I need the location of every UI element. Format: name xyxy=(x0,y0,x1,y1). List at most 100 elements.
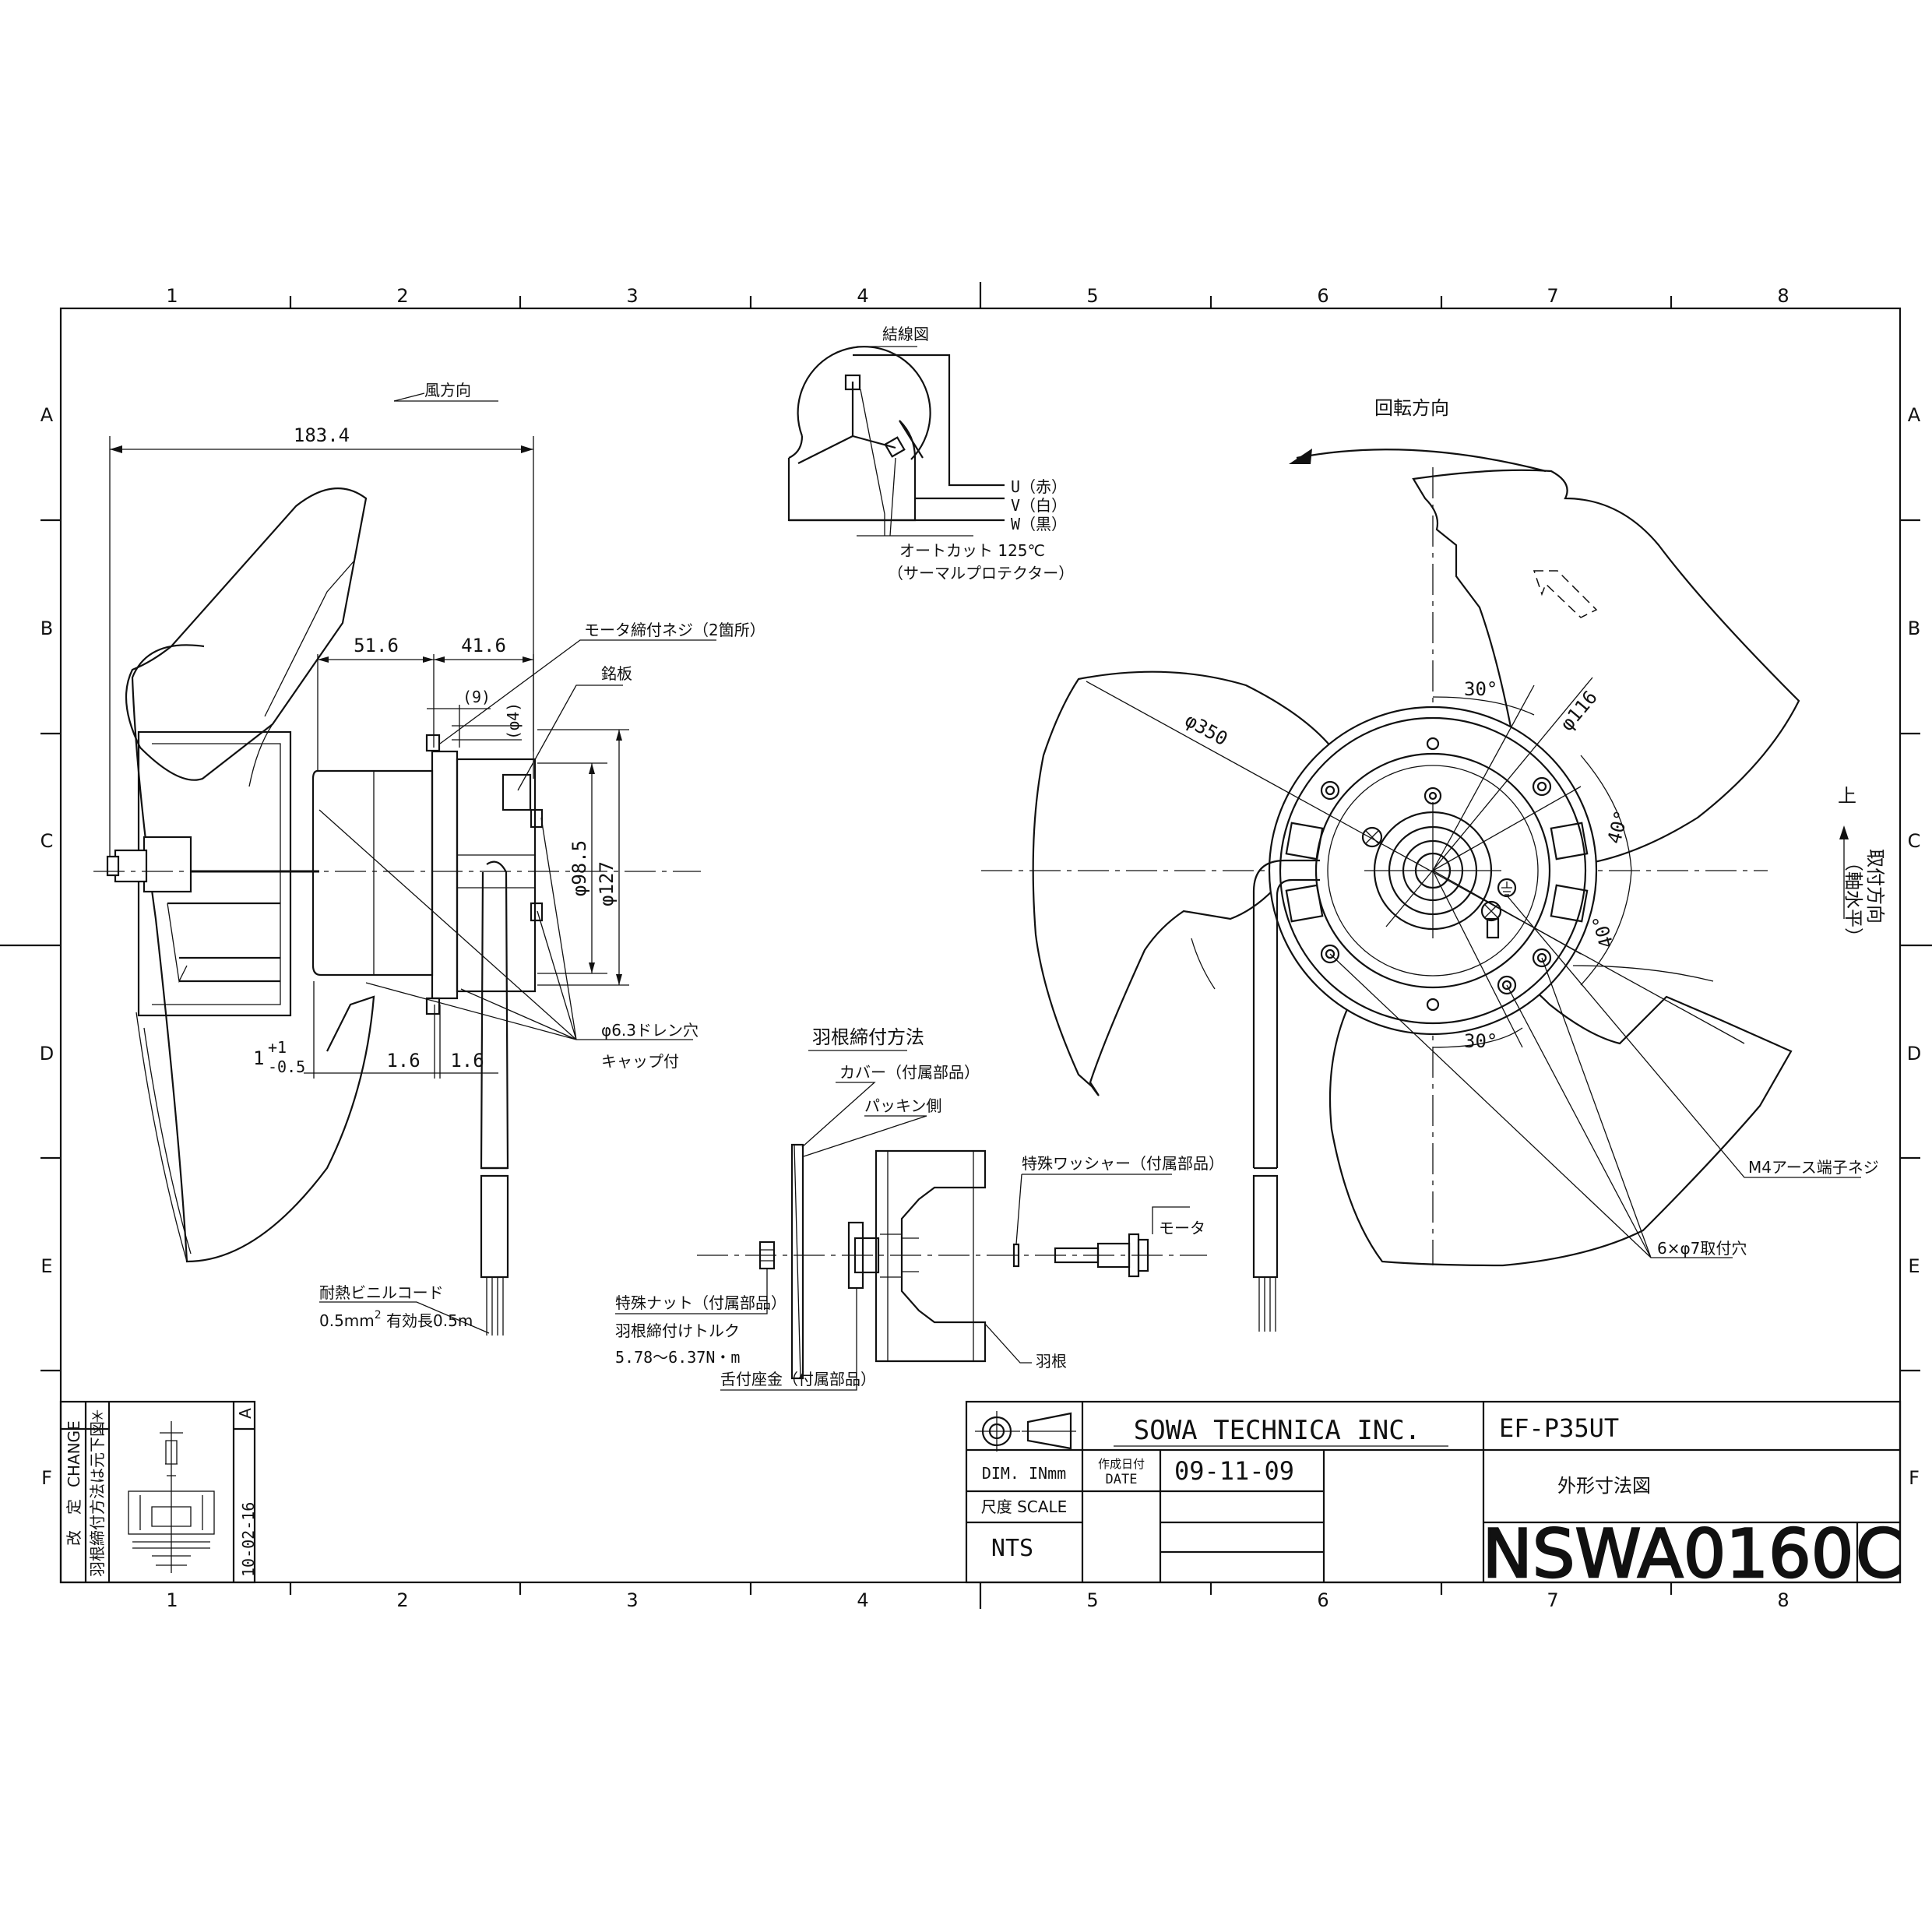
dim-phi116: φ116 xyxy=(1556,687,1602,735)
motor-label: モータ xyxy=(1159,1219,1205,1237)
revision-label-en: CHANGE xyxy=(65,1420,83,1487)
wiring-title: 結線図 xyxy=(882,325,929,343)
torque-value: 5.78～6.37N・m xyxy=(615,1348,740,1367)
drawing-date: 09-11-09 xyxy=(1174,1456,1294,1486)
row-label-a-right: A xyxy=(1908,404,1921,426)
model-number: EF-P35UT xyxy=(1499,1413,1619,1443)
dim-51-6: 51.6 xyxy=(354,635,399,656)
nut-label: 特殊ナット（付属部品） xyxy=(615,1293,787,1312)
blade-label: 羽根 xyxy=(1036,1352,1067,1371)
nameplate-label: 銘板 xyxy=(601,664,632,683)
col-label-2: 2 xyxy=(396,285,408,307)
col-label-7-bottom: 7 xyxy=(1547,1589,1558,1611)
drawing-title: 外形寸法図 xyxy=(1557,1475,1651,1497)
scale-label: 尺度 SCALE xyxy=(981,1497,1067,1516)
side-view: 風方向 183.4 xyxy=(93,381,765,1336)
revision-date: 10-02-16 xyxy=(239,1502,258,1577)
col-label-4-bottom: 4 xyxy=(857,1589,868,1611)
dim-phi4: (φ4) xyxy=(504,702,523,740)
title-block: SOWA TECHNICA INC. EF-P35UT DIM. INmm 作成… xyxy=(965,1400,1903,1594)
col-label-2-bottom: 2 xyxy=(396,1589,408,1611)
scale-value: NTS xyxy=(991,1535,1033,1562)
revision-mark: A xyxy=(236,1408,255,1419)
dim-unit: DIM. INmm xyxy=(982,1464,1066,1483)
dim-1-tol-dn: -0.5 xyxy=(268,1057,305,1076)
tongue-washer-label: 舌付座金（付属部品） xyxy=(720,1370,876,1388)
revision-sketch xyxy=(128,1421,215,1573)
col-label-3: 3 xyxy=(626,285,638,307)
row-label-f: F xyxy=(41,1467,52,1489)
row-label-d-right: D xyxy=(1907,1043,1921,1065)
col-label-4: 4 xyxy=(857,285,868,307)
row-label-b-right: B xyxy=(1908,618,1920,639)
revision-label-jp: 改 定 xyxy=(65,1499,83,1546)
wiring-diagram: 結線図 U（赤） V（白） W（黒） オートカット 125℃ （サーマルプロテク… xyxy=(787,325,1074,582)
col-label-8-bottom: 8 xyxy=(1777,1589,1789,1611)
rotation-label: 回転方向 xyxy=(1374,397,1449,419)
angle-30-bottom: 30° xyxy=(1464,1030,1497,1052)
revision-star: ＊ xyxy=(90,1407,105,1426)
autocut-label: オートカット 125℃ xyxy=(899,541,1045,560)
protector-label: （サーマルプロテクター） xyxy=(888,564,1074,582)
mount-holes-label: 6×φ7取付穴 xyxy=(1657,1239,1747,1258)
row-label-c-right: C xyxy=(1908,830,1921,852)
install-direction-label: 取付方向 xyxy=(1864,849,1886,924)
col-label-8: 8 xyxy=(1777,285,1789,307)
washer-label: 特殊ワッシャー（付属部品） xyxy=(1022,1154,1224,1173)
angle-40-a: 40° xyxy=(1603,808,1633,846)
dim-phi127: φ127 xyxy=(596,861,618,906)
cover-label: カバー（付属部品） xyxy=(839,1063,980,1082)
dim-1-tol-up: +1 xyxy=(268,1038,287,1057)
dim-41-6: 41.6 xyxy=(461,635,506,656)
col-label-6: 6 xyxy=(1317,285,1328,307)
wiring-v: V（白） xyxy=(1011,496,1067,515)
torque-label: 羽根締付けトルク xyxy=(615,1321,740,1340)
earth-screw-label: M4アース端子ネジ xyxy=(1748,1158,1879,1177)
dim-1-6-a: 1.6 xyxy=(386,1050,420,1072)
company-name: SOWA TECHNICA INC. xyxy=(1134,1415,1420,1446)
col-label-6-bottom: 6 xyxy=(1317,1589,1328,1611)
revision-letter: C xyxy=(1856,1515,1902,1593)
dim-phi98-5: φ98.5 xyxy=(568,840,590,896)
dim-1: 1 xyxy=(253,1047,264,1069)
date-label-jp: 作成日付 xyxy=(1098,1457,1145,1471)
row-label-c: C xyxy=(40,830,54,852)
up-label: 上 xyxy=(1838,785,1856,807)
assembly-title: 羽根締付方法 xyxy=(812,1026,924,1048)
install-axis-label: （軸水平） xyxy=(1842,853,1864,946)
assembly-view: 羽根締付方法 カバー（付属部品） パッキン側 特殊ワッシャー（付属部品） モー xyxy=(615,1026,1224,1391)
row-label-f-right: F xyxy=(1909,1467,1920,1489)
col-label-1: 1 xyxy=(166,285,178,307)
date-label-en: DATE xyxy=(1106,1472,1138,1487)
wiring-u: U（赤） xyxy=(1011,477,1067,496)
front-view: 回転方向 xyxy=(981,397,1886,1332)
dim-phi350: φ350 xyxy=(1181,709,1231,751)
row-label-a: A xyxy=(40,404,54,426)
row-label-d: D xyxy=(40,1043,54,1065)
packing-label: パッキン側 xyxy=(864,1096,941,1115)
col-label-3-bottom: 3 xyxy=(626,1589,638,1611)
cord-label-2: 0.5mm2 有効長0.5m xyxy=(319,1309,473,1330)
revision-note: 羽根締付方法は元下図 xyxy=(88,1421,107,1577)
col-label-1-bottom: 1 xyxy=(166,1589,178,1611)
revision-block: ＊ A 改 定 CHANGE 羽根締付方法は元下図 10-02-16 xyxy=(59,1400,258,1584)
col-label-5-bottom: 5 xyxy=(1086,1589,1098,1611)
dim-overall-length: 183.4 xyxy=(294,424,350,446)
wind-direction-label: 風方向 xyxy=(424,381,471,399)
dim-9: (9) xyxy=(463,688,491,706)
row-label-e: E xyxy=(40,1255,52,1277)
cap-label: キャップ付 xyxy=(601,1052,679,1071)
row-label-b: B xyxy=(40,618,53,639)
angle-40-b: 40° xyxy=(1589,913,1618,951)
angle-30-top: 30° xyxy=(1464,678,1497,700)
drain-hole-label: φ6.3ドレン穴 xyxy=(601,1021,699,1040)
col-label-5: 5 xyxy=(1086,285,1098,307)
wiring-w: W（黒） xyxy=(1011,515,1067,533)
row-label-e-right: E xyxy=(1908,1255,1920,1277)
cord-label-1: 耐熱ビニルコード xyxy=(319,1283,444,1302)
projection-symbol-icon xyxy=(975,1411,1076,1452)
drawing-number: NSWA0160 xyxy=(1483,1515,1854,1593)
motor-screw-label: モータ締付ネジ（2箇所） xyxy=(584,621,765,639)
col-label-7: 7 xyxy=(1547,285,1558,307)
